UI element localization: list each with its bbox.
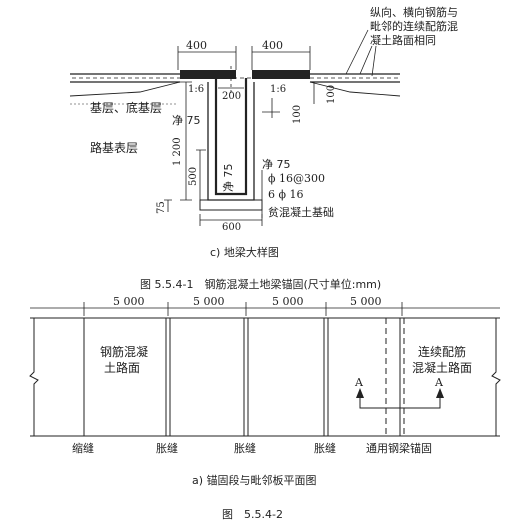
joint-expansion-1	[165, 318, 171, 436]
beam-stirrup	[214, 78, 248, 196]
note-leader-3	[371, 45, 377, 77]
slope-left: 1:6	[188, 84, 204, 95]
label-rc-pavement-line-2: 土路面	[104, 360, 140, 375]
joint-expansion-3	[323, 318, 329, 436]
span-dim-ticks	[83, 302, 403, 316]
dim-75-line	[164, 199, 172, 212]
dim-500-line	[196, 149, 206, 200]
rebar-stirrup-label: ϕ 16@300	[268, 172, 325, 185]
dim-100-inner-line	[262, 98, 280, 118]
label-rc-pavement-line-1: 钢筋混凝	[100, 344, 148, 359]
section-arrow-right	[436, 388, 444, 398]
haunch-right	[309, 81, 401, 97]
lean-concrete-foundation	[199, 199, 263, 211]
dim-75: 75	[156, 201, 167, 214]
label-base-layer: 基层、底基层	[90, 100, 162, 115]
dim-1200: 1 200	[172, 137, 183, 166]
clear-cover-side: 净 75	[262, 157, 291, 171]
joint-label-contraction: 缩缝	[72, 441, 94, 455]
joint-expansion-2	[243, 318, 249, 436]
clear-cover-bottom: 净 75	[221, 164, 235, 193]
joint-label-expansion-2: 胀缝	[234, 441, 256, 455]
dim-100-right: 100	[326, 85, 337, 104]
note-leader-2	[359, 45, 373, 75]
section-cut-line	[359, 396, 441, 409]
span-label-2: 5 000	[193, 295, 225, 308]
figure1-beam-detail: 纵向、横向钢筋与 毗邻的连续配筋混 凝土路面相同 400 400 1:6 1:6…	[69, 5, 458, 291]
dim-600: 600	[222, 222, 241, 233]
note-line-1: 纵向、横向钢筋与	[370, 5, 458, 19]
figure2-plan-view: 5 000 5 000 5 000 5 000 A A 钢筋混凝 土路面 连续配…	[29, 295, 501, 521]
section-arrow-left	[356, 388, 364, 398]
joint-label-anchor: 通用钢梁锚固	[366, 441, 432, 455]
caption-1: 图 5.5.4-1 钢筋混凝土地梁锚固(尺寸单位:mm)	[140, 277, 381, 291]
label-crc-pavement-line-2: 混凝土路面	[412, 360, 472, 375]
slope-right: 1:6	[270, 84, 286, 95]
dim-line-400-right	[251, 46, 311, 70]
span-label-3: 5 000	[272, 295, 304, 308]
section-mark-left: A	[354, 376, 364, 389]
section-mark-right: A	[434, 376, 444, 389]
joint-label-expansion-1: 胀缝	[156, 441, 178, 455]
rebar-long-label: 6 ϕ 16	[268, 188, 304, 201]
subcaption-1: c) 地梁大样图	[210, 245, 279, 259]
dim-100-inner: 100	[292, 105, 303, 124]
note-line-3: 凝土路面相同	[370, 33, 436, 47]
subcaption-2: a) 锚固段与毗邻板平面图	[192, 473, 317, 487]
dim-500: 500	[188, 167, 199, 186]
dim-line-400-left	[177, 46, 237, 70]
span-label-1: 5 000	[113, 295, 145, 308]
slab-thickening-right	[252, 70, 310, 79]
break-mark-left	[29, 318, 39, 436]
dim-400-right: 400	[262, 39, 283, 52]
dim-100-right-line	[310, 81, 320, 104]
joint-label-expansion-3: 胀缝	[314, 441, 336, 455]
slab-thickening-left	[180, 70, 236, 79]
caption-2: 图 5.5.4-2	[222, 508, 283, 521]
label-subgrade: 路基表层	[90, 140, 138, 155]
haunch-left	[69, 81, 181, 97]
note-line-2: 毗邻的连续配筋混	[370, 19, 458, 33]
label-crc-pavement-line-1: 连续配筋	[418, 344, 466, 359]
dim-400-left: 400	[186, 39, 207, 52]
break-mark-right	[491, 318, 501, 436]
note-leader-1	[345, 29, 369, 75]
span-label-4: 5 000	[350, 295, 382, 308]
dim-1200-line	[180, 81, 192, 201]
dim-200: 200	[222, 91, 241, 102]
label-lean-foundation: 贫混凝土基础	[268, 205, 334, 219]
anchor-beam-dashed	[385, 318, 405, 436]
